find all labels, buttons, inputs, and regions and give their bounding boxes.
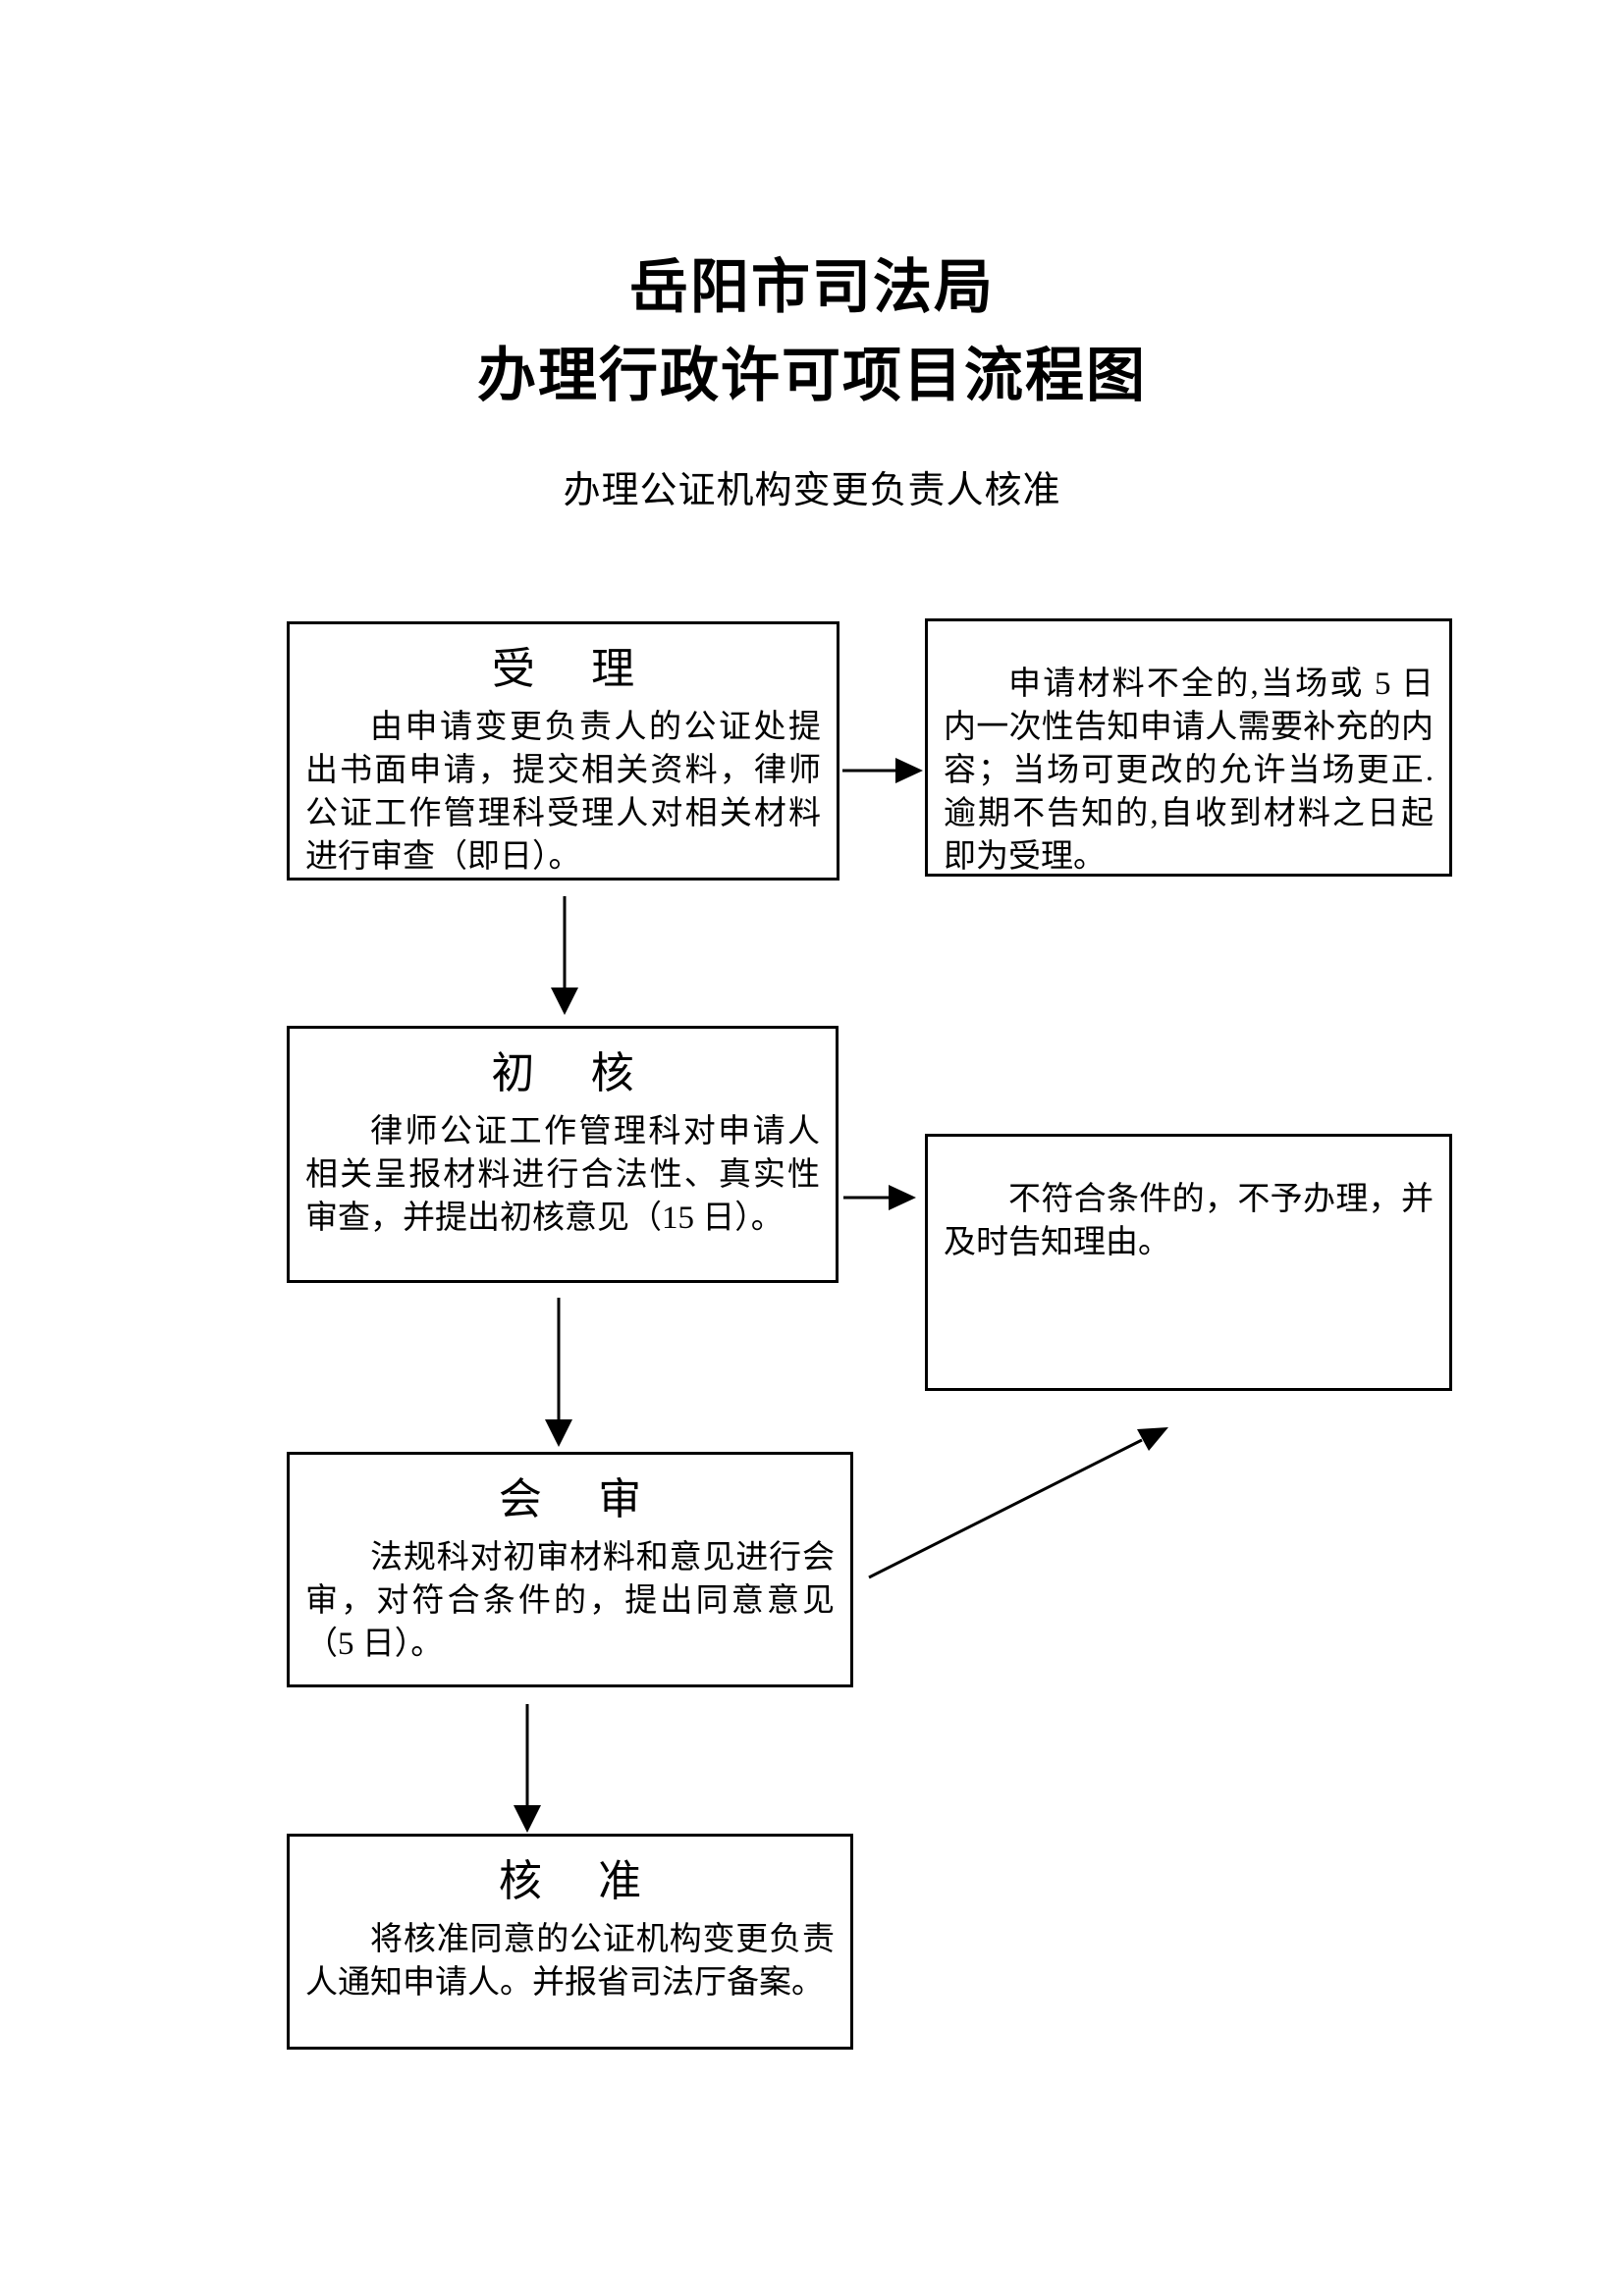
arrow-initial-to-reject	[843, 1185, 916, 1210]
note-reject-body: 不符合条件的，不予办理，并及时告知理由。	[944, 1182, 1434, 1260]
node-initial-review: 初核 律师公证工作管理科对申请人相关呈报材料进行合法性、真实性审查，并提出初核意…	[287, 1026, 839, 1283]
node-approval-title: 核准	[498, 1857, 698, 1905]
document-header: 岳阳市司法局 办理行政许可项目流程图	[0, 243, 1624, 420]
node-approval: 核准 将核准同意的公证机构变更负责人通知申请人。并报省司法厅备案。	[287, 1834, 853, 2050]
arrow-joint-to-approval	[514, 1704, 541, 1833]
note-supplement: 申请材料不全的,当场或 5 日内一次性告知申请人需要补充的内容；当场可更改的允许…	[925, 618, 1452, 877]
node-approval-body: 将核准同意的公证机构变更负责人通知申请人。并报省司法厅备案。	[305, 1922, 835, 2001]
page-subtitle: 办理公证机构变更负责人核准	[563, 470, 1061, 511]
arrow-accept-to-supplement	[842, 758, 923, 783]
node-joint-review-body: 法规科对初审材料和意见进行会审，对符合条件的，提出同意意见（5 日）。	[305, 1540, 835, 1662]
node-accept-title: 受理	[491, 645, 691, 693]
page-title-line1: 岳阳市司法局	[629, 254, 995, 320]
arrow-accept-to-initial	[551, 896, 578, 1015]
node-initial-review-body: 律师公证工作管理科对申请人相关呈报材料进行合法性、真实性审查，并提出初核意见（1…	[305, 1114, 820, 1236]
node-joint-review-title: 会审	[498, 1475, 698, 1523]
node-accept-body: 由申请变更负责人的公证处提出书面申请，提交相关资料，律师公证工作管理科受理人对相…	[305, 710, 821, 875]
page-title-line2: 办理行政许可项目流程图	[477, 343, 1147, 408]
arrow-joint-to-reject	[868, 1427, 1168, 1579]
node-initial-review-title: 初核	[491, 1049, 690, 1097]
note-supplement-body: 申请材料不全的,当场或 5 日内一次性告知申请人需要补充的内容；当场可更改的允许…	[944, 667, 1434, 875]
node-accept: 受理 由申请变更负责人的公证处提出书面申请，提交相关资料，律师公证工作管理科受理…	[287, 621, 839, 881]
node-joint-review: 会审 法规科对初审材料和意见进行会审，对符合条件的，提出同意意见（5 日）。	[287, 1452, 853, 1687]
note-reject: 不符合条件的，不予办理，并及时告知理由。	[925, 1134, 1452, 1391]
arrow-initial-to-joint	[545, 1298, 572, 1447]
